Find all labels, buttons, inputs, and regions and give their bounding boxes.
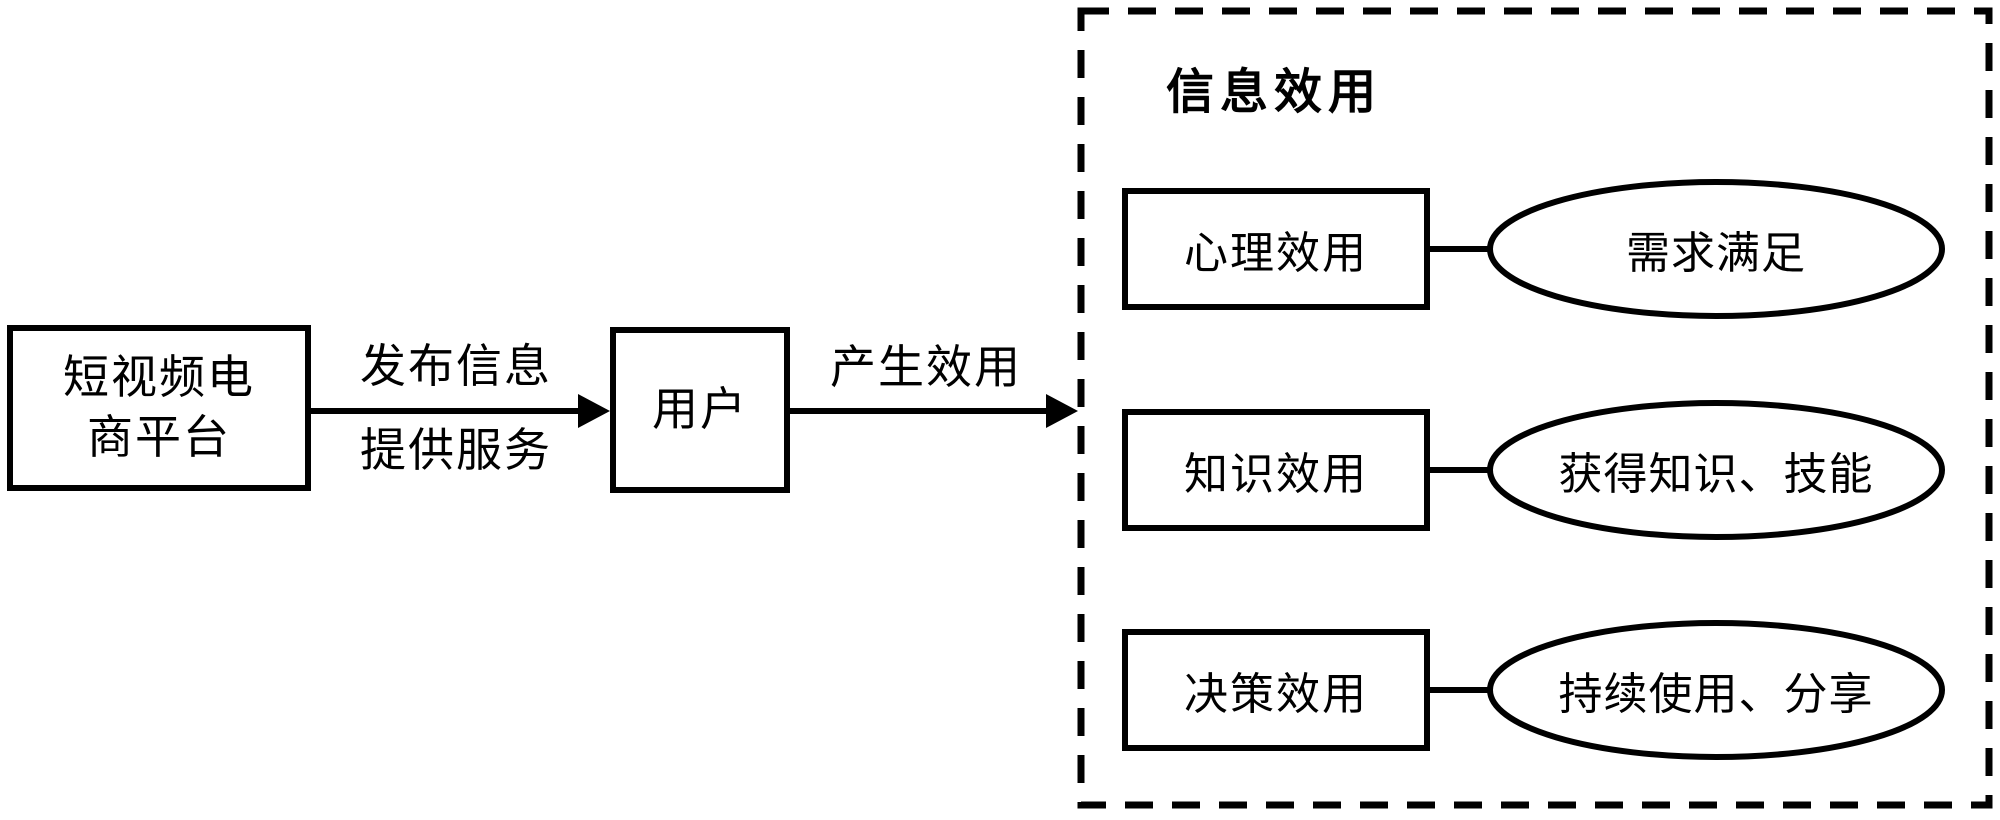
platform-label-line1: 短视频电 (63, 352, 255, 403)
utility-row-box: 知识效用 (1184, 450, 1368, 499)
utility-row-box: 心理效用 (1184, 229, 1368, 278)
platform-box-outline (7, 325, 311, 491)
utility-row-box-outline (1122, 629, 1430, 751)
publish-arrowhead-icon (578, 394, 610, 428)
produce-arrowhead-icon (1046, 394, 1078, 428)
utility-row-ellipse-outline (1487, 179, 1945, 319)
utility-row-box-outline (1122, 409, 1430, 531)
utility-row-box: 决策效用 (1184, 670, 1368, 719)
user-node: 用户 (613, 330, 787, 490)
platform-node: 短视频电 商平台 (10, 328, 308, 488)
utility-row-ellipse: 获得知识、技能 (1558, 450, 1874, 499)
utility-row-ellipse: 持续使用、分享 (1558, 670, 1874, 719)
utility-row-ellipse-outline (1487, 620, 1945, 760)
utility-row-ellipse-outline (1487, 400, 1945, 540)
user-label: 用户 (652, 384, 748, 435)
publish-arrow-label-bottom: 提供服务 (360, 425, 552, 476)
utility-row-box-outline (1122, 188, 1430, 310)
produce-arrow-label: 产生效用 (830, 342, 1022, 393)
publish-arrow-label-top: 发布信息 (360, 341, 552, 392)
utility-row-ellipse: 需求满足 (1626, 229, 1806, 278)
user-box-outline (610, 327, 790, 493)
platform-label-line2: 商平台 (87, 412, 231, 463)
utility-group-title: 信息效用 (1166, 66, 1383, 119)
